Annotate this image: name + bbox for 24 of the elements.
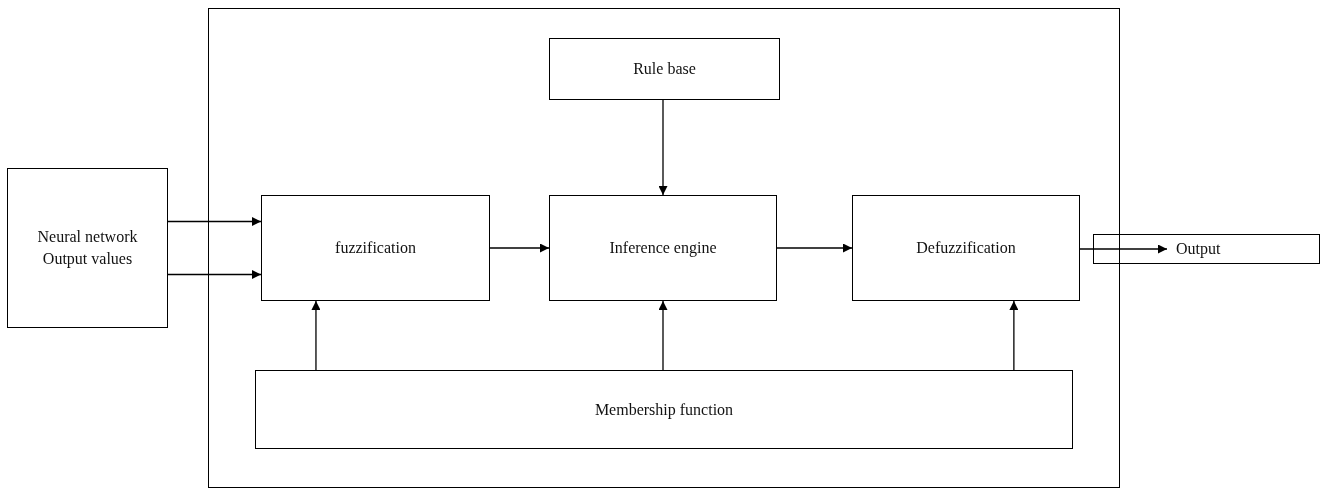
process-box — [255, 370, 1073, 449]
process-box — [549, 195, 777, 301]
arrow — [658, 300, 668, 371]
box-label: Inference engine — [609, 238, 717, 259]
process-box — [261, 195, 490, 301]
box-label: Defuzzification — [916, 238, 1016, 259]
arrow — [1079, 244, 1168, 254]
arrow — [776, 243, 853, 253]
arrow — [167, 217, 262, 226]
box-label: Output — [1176, 239, 1221, 260]
process-box — [7, 168, 168, 328]
frame-box — [208, 8, 1120, 488]
arrow — [167, 270, 262, 279]
arrow — [311, 300, 321, 371]
box-label: Neural network Output values — [36, 227, 139, 270]
arrow — [489, 243, 550, 253]
box-label: Rule base — [633, 59, 696, 80]
process-box — [549, 38, 780, 100]
box-label: fuzzification — [335, 238, 416, 259]
arrow — [658, 99, 668, 196]
output-box — [1093, 234, 1320, 264]
arrow — [1009, 300, 1019, 371]
box-label: Membership function — [594, 399, 734, 421]
process-box — [852, 195, 1080, 301]
